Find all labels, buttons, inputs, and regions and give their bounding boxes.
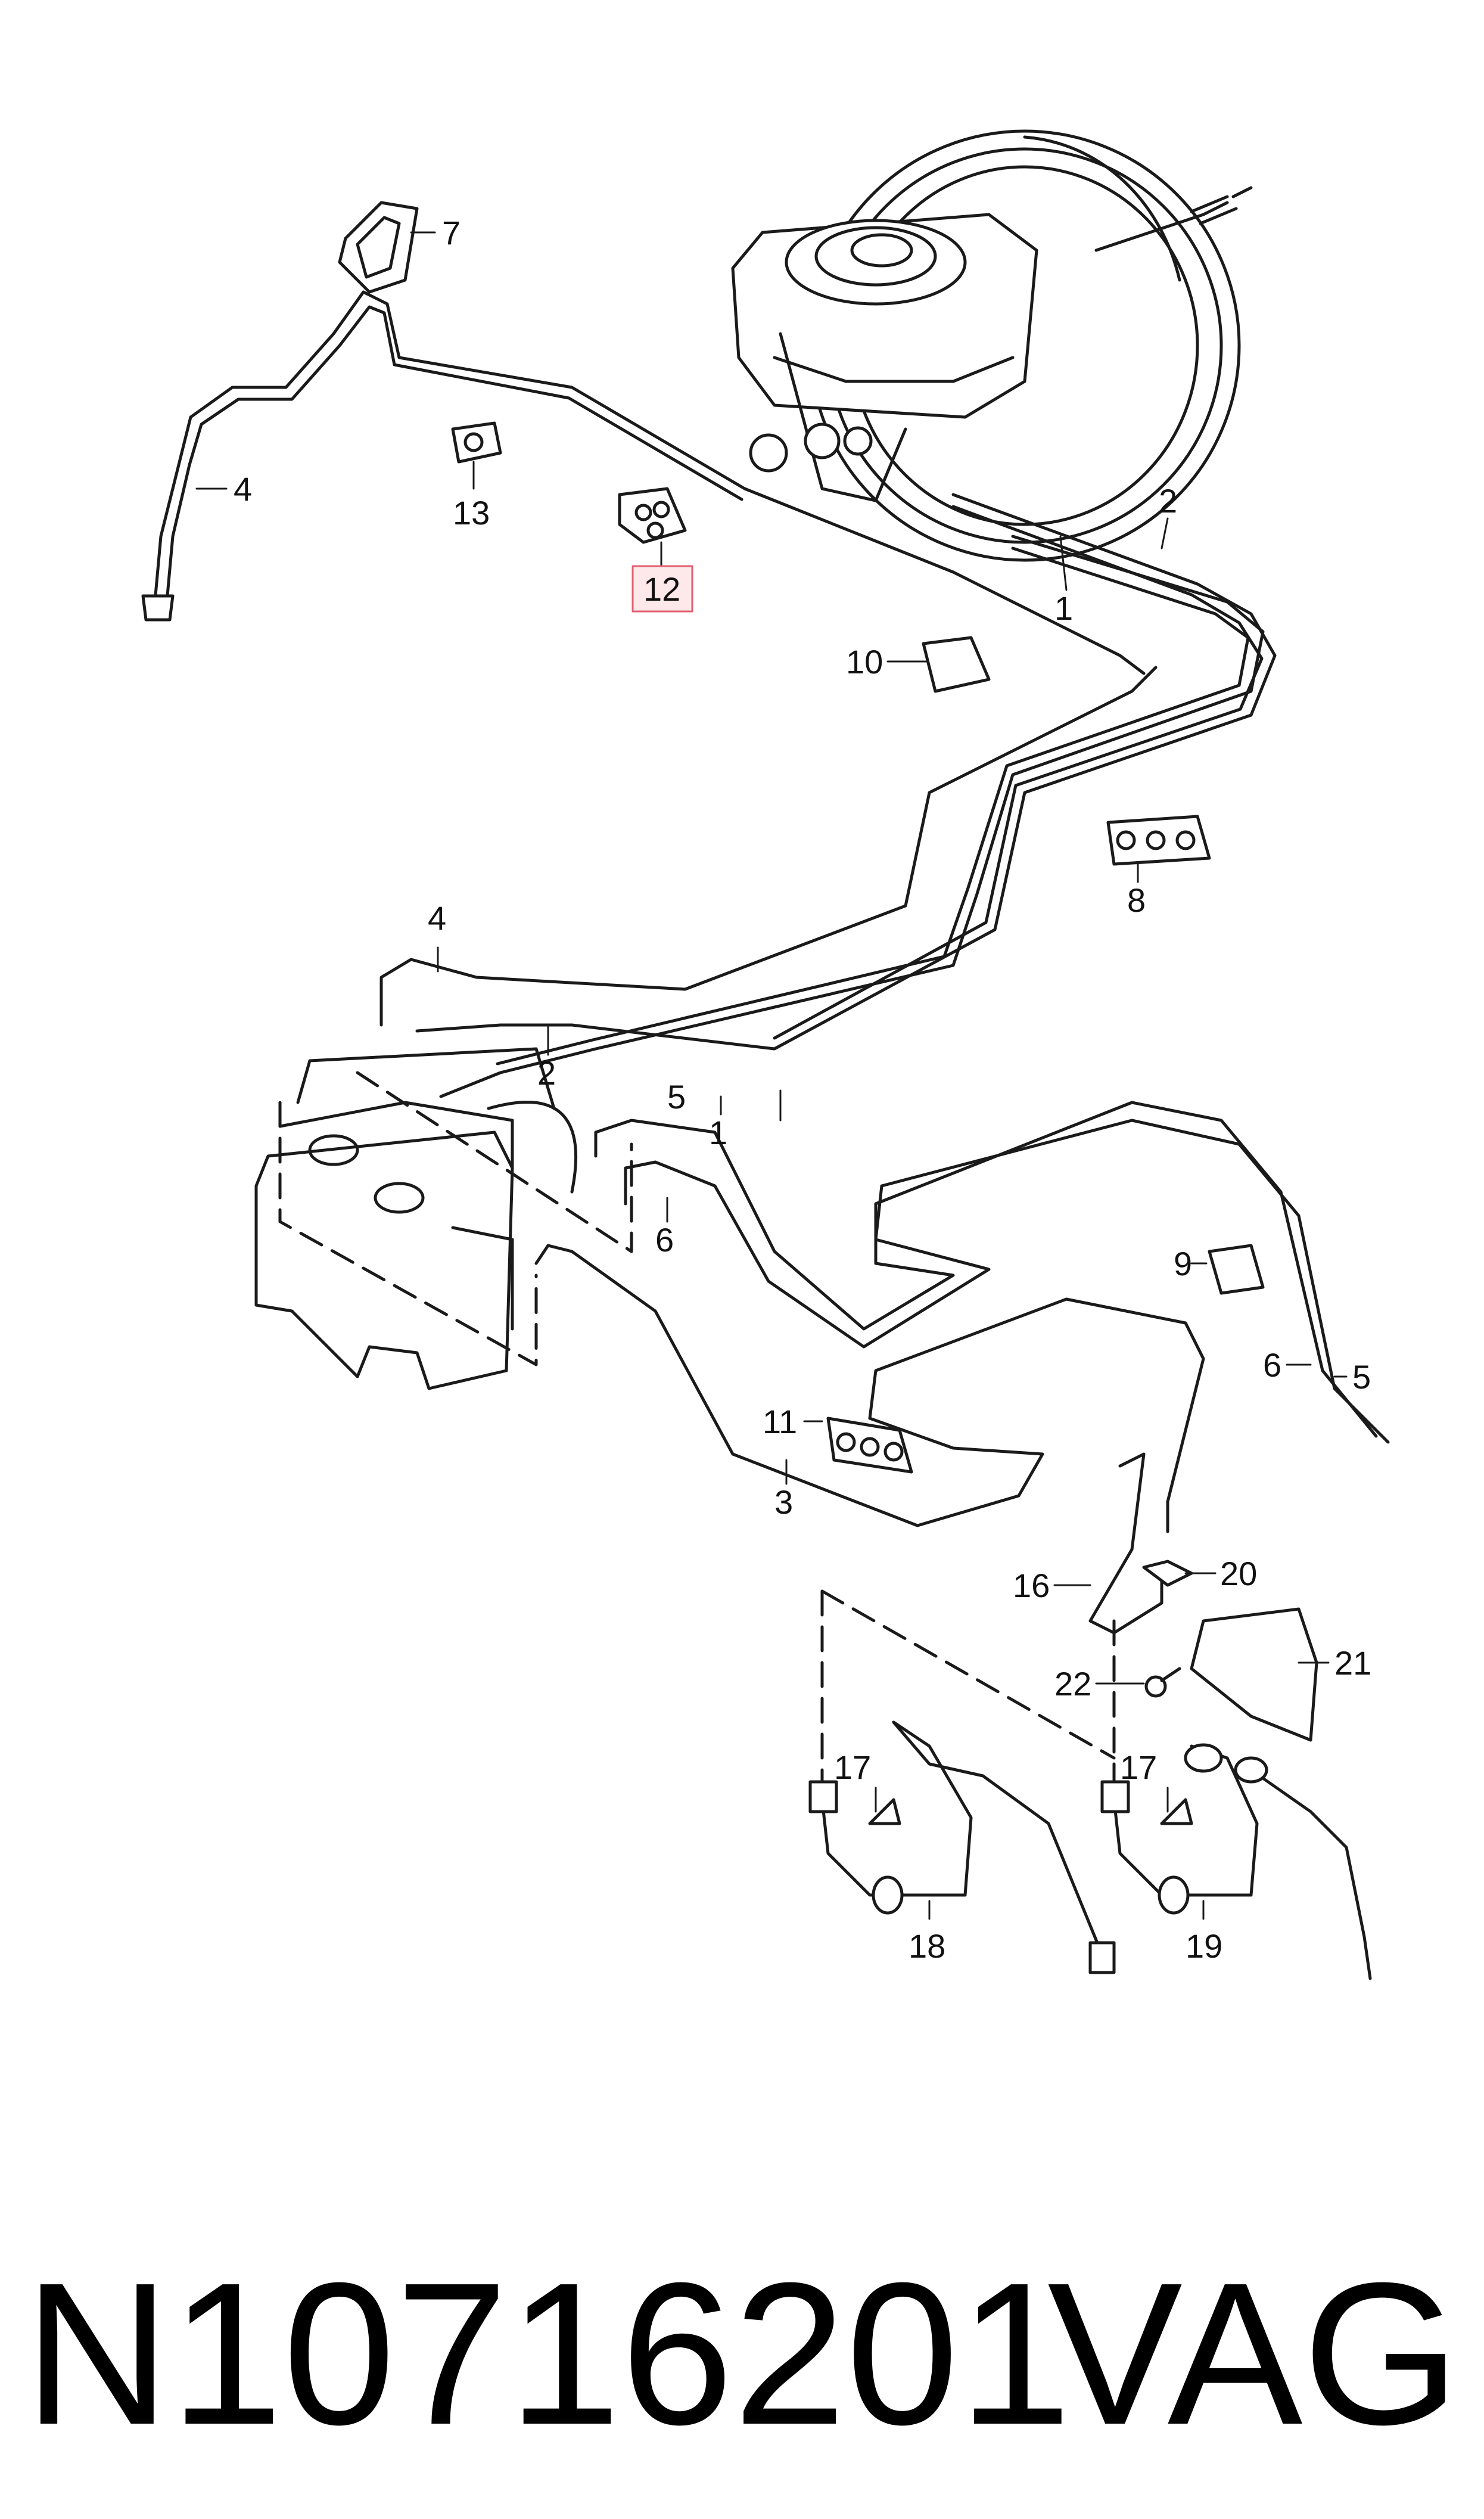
callout-12-highlight [631, 565, 693, 613]
callout-10: 10 [846, 643, 883, 681]
leader-lines [195, 231, 1348, 1920]
part-number-caption: N10716201 VAG [24, 2217, 1460, 2491]
part-number: N10716201 [24, 2241, 1072, 2467]
brake-line-3 [534, 1244, 1205, 1533]
callout-6-mid: 6 [655, 1221, 674, 1259]
grommet-part-7 [338, 201, 419, 294]
callout-6-right: 6 [1263, 1346, 1281, 1384]
bolt-part-22 [1144, 1667, 1181, 1698]
fitting-4-end [141, 594, 175, 622]
dashed-leader-lower [820, 1589, 1116, 1790]
brake-line-2-inner [773, 505, 1264, 1040]
clip-part-17-right [1160, 1798, 1193, 1825]
callout-18: 18 [909, 1927, 945, 1965]
clip-part-11 [826, 1417, 913, 1474]
brake-line-6 [624, 1119, 1390, 1444]
abs-dashed-leader [278, 1071, 633, 1366]
callout-5-mid: 5 [667, 1078, 686, 1116]
brake-line-4-upper [153, 290, 1146, 675]
callout-7: 7 [442, 214, 461, 251]
callout-8: 8 [1127, 881, 1146, 919]
bracket-part-21 [1190, 1607, 1318, 1742]
callout-11: 11 [763, 1403, 797, 1440]
callout-16: 16 [1013, 1567, 1050, 1604]
bracket-part-16 [1088, 1452, 1163, 1635]
clip-part-8 [1106, 815, 1211, 866]
callout-1-top: 1 [1054, 589, 1073, 627]
clip-part-17-left [868, 1798, 901, 1825]
brake-hose-19 [1100, 1743, 1372, 1980]
callout-1-mid: 1 [709, 1114, 727, 1151]
clip-part-10 [922, 636, 991, 693]
brake-line-4-upper-inner [165, 305, 743, 604]
callout-17-left: 17 [834, 1748, 871, 1786]
callout-19: 19 [1186, 1927, 1222, 1965]
brake-line-5 [594, 1101, 1378, 1438]
callout-9: 9 [1174, 1245, 1192, 1282]
callout-21: 21 [1334, 1644, 1371, 1682]
callout-3: 3 [774, 1483, 793, 1521]
clip-part-13 [451, 421, 502, 464]
callout-4-top: 4 [234, 470, 252, 508]
brake-line-1-4-lower [379, 666, 1158, 1027]
callout-17-right: 17 [1120, 1748, 1157, 1786]
callout-5-right: 5 [1352, 1358, 1371, 1396]
callout-2-top: 2 [1159, 482, 1177, 520]
brake-line-exploded-diagram: 7 4 13 12 10 1 2 8 4 2 1 5 6 9 6 5 11 3 … [141, 129, 1390, 1980]
callout-20: 20 [1220, 1555, 1257, 1592]
brand-name: VAG [1047, 2241, 1460, 2467]
abs-control-unit [254, 1047, 578, 1390]
brake-line-1-inner [496, 546, 1250, 1066]
master-cylinder-reservoir [731, 213, 1038, 502]
callout-13: 13 [453, 494, 490, 532]
callout-2-mid: 2 [537, 1054, 556, 1092]
callout-22: 22 [1054, 1665, 1091, 1703]
callout-4-mid: 4 [428, 899, 446, 937]
callout-12: 12 [643, 570, 680, 608]
clip-part-9 [1208, 1244, 1265, 1295]
brake-line-1 [439, 535, 1265, 1098]
retainer-part-12 [618, 487, 687, 544]
brake-hose-18 [808, 1720, 1116, 1974]
